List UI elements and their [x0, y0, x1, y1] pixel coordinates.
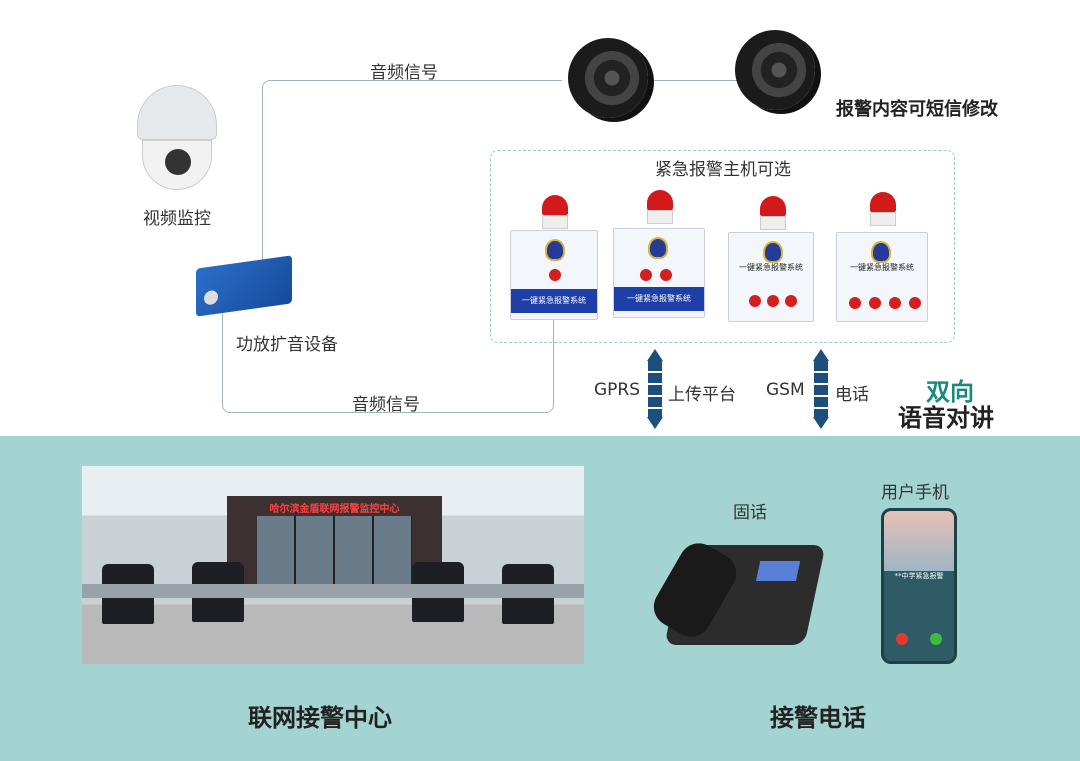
alarm-host-device: 一键紧急报警系统	[613, 228, 705, 318]
gprs-label: GPRS	[594, 380, 641, 400]
bidirectional-arrow-icon	[813, 349, 829, 429]
speaker-note: 报警内容可短信修改	[836, 99, 998, 120]
accept-call-icon	[930, 633, 942, 645]
speaker-link-line	[650, 80, 740, 81]
center-sign: 哈尔滨金盾联网报警监控中心	[269, 504, 400, 515]
amplifier-label: 功放扩音设备	[236, 335, 338, 355]
decline-call-icon	[896, 633, 908, 645]
phone-screen-text: **中学紧急报警	[894, 572, 944, 580]
speaker-icon	[568, 38, 648, 118]
alarm-host-device: 一键紧急报警系统	[836, 232, 928, 322]
call-label: 电话	[835, 385, 869, 405]
camera-label: 视频监控	[143, 209, 211, 229]
monitoring-center-photo: 哈尔滨金盾联网报警监控中心	[82, 466, 584, 664]
alarm-host-group	[490, 150, 955, 343]
intercom-label-2: 语音对讲	[898, 404, 994, 432]
alarm-phone-label: 接警电话	[770, 704, 866, 732]
beacon-icon	[542, 195, 568, 229]
upload-platform-label: 上传平台	[668, 385, 736, 405]
audio-line-bottom	[222, 300, 554, 413]
beacon-icon	[760, 196, 786, 230]
gsm-label: GSM	[766, 380, 805, 400]
alarm-host-device: 一键紧急报警系统	[728, 232, 814, 322]
beacon-icon	[647, 190, 673, 224]
landline-label: 固话	[733, 503, 767, 523]
speaker-icon	[735, 30, 815, 110]
alarm-host-title: 紧急报警主机可选	[655, 160, 791, 180]
desk-phone-icon	[625, 535, 826, 660]
audio-signal-bottom-label: 音频信号	[352, 395, 420, 415]
intercom-label-1: 双向	[926, 378, 974, 406]
mobile-label: 用户手机	[881, 483, 949, 503]
center-label: 联网接警中心	[248, 704, 392, 732]
bidirectional-arrow-icon	[647, 349, 663, 429]
beacon-icon	[870, 192, 896, 226]
mobile-phone-icon: **中学紧急报警	[881, 508, 957, 664]
dome-camera-icon	[137, 85, 217, 195]
audio-line-top	[262, 80, 562, 270]
alarm-host-device: 一键紧急报警系统	[510, 230, 598, 320]
audio-signal-top-label: 音频信号	[370, 63, 438, 83]
